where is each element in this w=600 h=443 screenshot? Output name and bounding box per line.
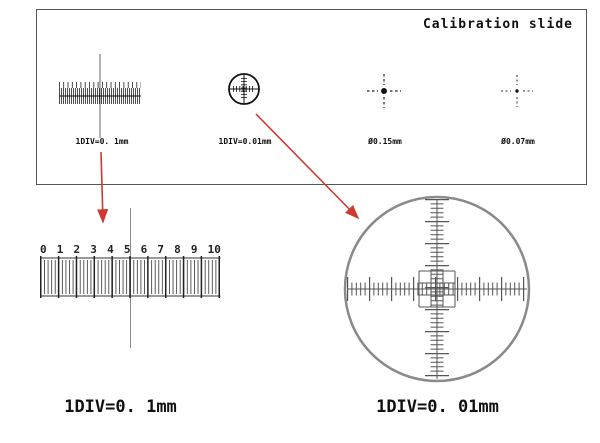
dot-center <box>515 89 519 93</box>
micrometer-scale-graphic <box>59 54 141 138</box>
ruler-number: 3 <box>90 243 97 256</box>
dot-0-15mm-label: Ø0.15mm <box>368 137 402 146</box>
ruler-number: 1 <box>56 243 64 256</box>
slide-outline-box: Calibration slide <box>36 9 587 185</box>
enlarged-scale-graphic <box>40 208 221 348</box>
slide-title: Calibration slide <box>422 17 573 32</box>
scale-label: 1DIV=0. 1mm <box>75 137 129 146</box>
dot-center <box>381 88 387 94</box>
ruler-number: 7 <box>157 243 164 256</box>
dot-0-07mm-label: Ø0.07mm <box>501 137 535 146</box>
reticle-label: 1DIV=0.01mm <box>218 137 272 146</box>
reticle-circle-outline <box>228 73 260 105</box>
ruler-number-row: 0 1 2 3 4 5 6 7 8 9 10 <box>40 243 221 256</box>
ruler-number: 0 <box>40 243 47 256</box>
ruler-number: 6 <box>140 243 148 256</box>
dot-0-07mm-graphic <box>501 75 533 107</box>
ruler-number: 8 <box>174 243 181 256</box>
ruler-number: 5 <box>123 243 131 256</box>
reticle-circle-outline <box>343 195 531 383</box>
enlarged-scale-label: 1DIV=0. 1mm <box>64 397 177 417</box>
enlarged-reticle-graphic <box>343 195 531 383</box>
crosshair-reticle-graphic <box>228 73 260 105</box>
ruler-number: 9 <box>190 243 198 256</box>
reticle-center-grid <box>418 270 456 308</box>
ruler-number: 2 <box>73 243 81 256</box>
enlarged-reticle-label: 1DIV=0. 01mm <box>376 397 499 417</box>
ruler-number: 10 <box>207 243 221 256</box>
dot-0-15mm-graphic <box>367 74 401 108</box>
ruler-number: 4 <box>107 243 114 256</box>
